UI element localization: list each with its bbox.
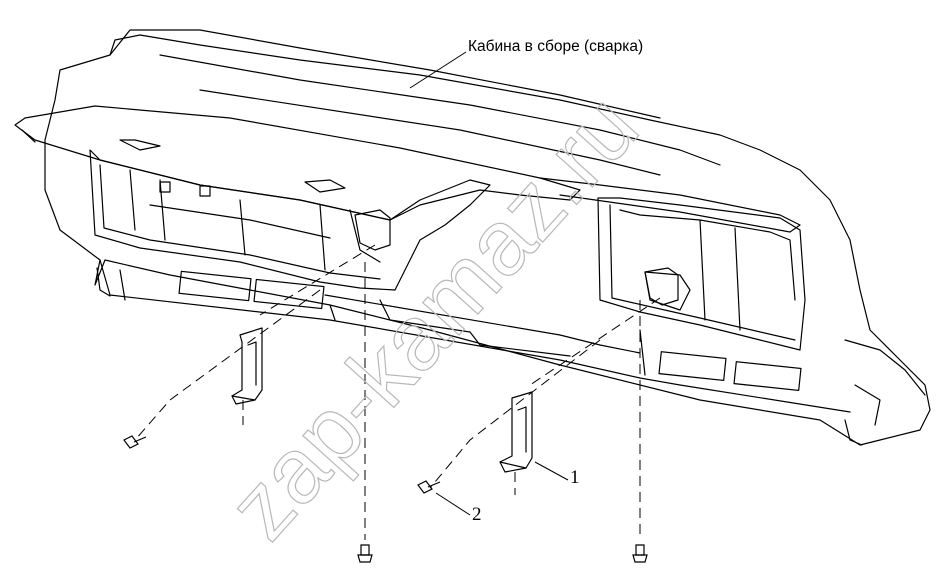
- bolt-left: [123, 435, 147, 449]
- callout-2-label: 2: [472, 504, 482, 525]
- bracket-left: [231, 327, 263, 405]
- screw-vertical-left: [357, 544, 373, 563]
- mount-right: [644, 267, 679, 306]
- leader-lines: [409, 51, 569, 516]
- upper-shelf: [14, 105, 581, 221]
- assembly-lines: [134, 244, 661, 540]
- left-opening: [89, 139, 491, 291]
- callout-1-label: 1: [570, 467, 580, 488]
- lower-panel: [96, 259, 926, 446]
- screw-vertical-right: [632, 544, 648, 563]
- mount-left: [354, 209, 391, 251]
- right-opening: [597, 197, 806, 351]
- bracket-right: [499, 391, 533, 473]
- assembly-title-label: Кабина в сборе (сварка): [468, 38, 644, 55]
- fasteners: [123, 435, 648, 563]
- bolt-right: [417, 480, 441, 494]
- cab-body: [14, 29, 931, 446]
